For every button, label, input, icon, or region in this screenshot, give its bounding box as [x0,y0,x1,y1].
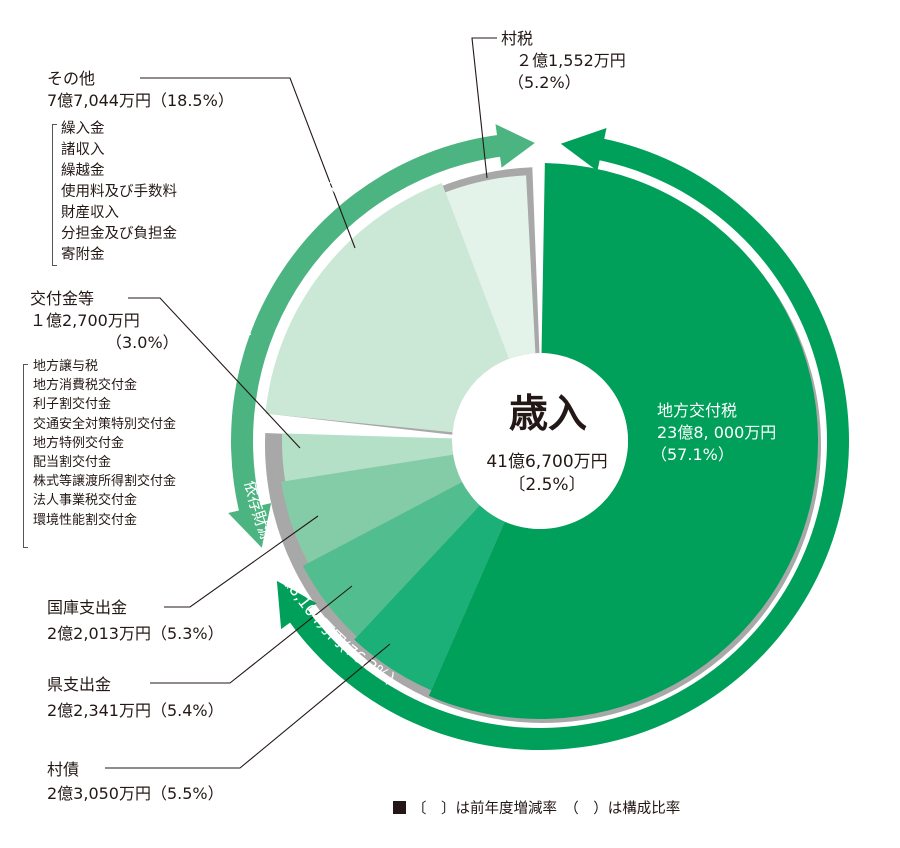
leader-sonota [140,77,356,249]
legend-square-icon [393,801,406,814]
slice-1 [354,505,505,691]
center-title: 歳入 [508,392,587,437]
label-sonota-name: その他 [47,69,96,88]
leader-lines [105,37,497,769]
label-kokko-name: 国庫支出金 [47,598,128,617]
koufu-item: 環境性能割交付金 [33,512,138,528]
koufu-items-list: 地方譲与税地方消費税交付金利子割交付金交通安全対策特別交付金地方特例交付金配当割… [33,357,176,530]
slice-0 [428,163,818,719]
slice-2 [302,481,480,637]
label-sonzei-amount: ２億1,552万円 [516,51,626,70]
pie-slices [265,163,818,719]
koufu-item: 地方譲与税 [33,359,99,374]
slice-6 [445,175,536,359]
center-hole [452,353,628,529]
leader-kokko [164,515,319,608]
slice-5 [265,183,509,433]
label-sonzei-pct: （5.2%） [508,73,581,92]
label-sonota-amount: 7億7,044万円（18.5%） [47,91,234,110]
independent-arrowhead-left [228,503,272,548]
sonota-item: 寄附金 [61,247,105,263]
sonota-item: 繰越金 [61,163,105,179]
koufu-item: 地方特例交付金 [33,435,125,451]
label-chihou-amount: 23億8, 000万円 [657,423,777,442]
sonota-item: 使用料及び手数料 [61,184,177,200]
leader-sonzei [471,37,497,179]
slice-4 [282,433,454,482]
label-kokko-amount: 2億2,013万円（5.3%） [47,624,224,643]
center-total: 41億6,700万円 〔2.5%〕 [452,451,642,497]
sonota-item: 財産収入 [61,205,119,221]
label-ken-amount: 2億2,341万円（5.4%） [47,701,224,720]
label-koufu-name: 交付金等 [30,289,95,308]
center-total-change: 〔2.5%〕 [508,475,586,495]
leader-ken [150,585,353,684]
sonota-item: 分担金及び負担金 [61,226,177,242]
sonota-item: 諸収入 [61,142,105,158]
slice-3 [281,454,463,564]
independent-arrowhead-top [495,124,535,168]
center-total-amount: 41億6,700万円 [486,452,608,472]
legend-text: 〔 〕は前年度増減率 （ ）は構成比率 [412,801,681,817]
dependent-arrowhead-top [560,127,607,172]
sonota-item: 繰入金 [61,121,105,137]
sonota-bracket [52,124,57,266]
label-koufu-amount: １億2,700万円 [30,311,140,330]
label-ken-name: 県支出金 [47,675,112,694]
koufu-item: 法人事業税交付金 [33,493,138,509]
label-sonzei-name: 村税 [501,29,534,48]
koufu-item: 交通安全対策特別交付金 [33,416,177,432]
koufu-item: 利子割交付金 [33,397,112,413]
sonota-items-list: 繰入金諸収入繰越金使用料及び手数料財産収入分担金及び負担金寄附金 [61,119,177,266]
koufu-item: 株式等譲渡所得割交付金 [33,474,177,490]
leader-sonsai [105,643,391,769]
label-chihou-pct: （57.1%） [651,445,734,464]
label-koufu-pct: （3.0%） [106,333,179,352]
label-sonsai-amount: 2億3,050万円（5.5%） [47,784,224,803]
koufu-bracket [23,364,28,548]
legend: 〔 〕は前年度増減率 （ ）は構成比率 [393,799,680,819]
label-chihou-name: 地方交付税 [657,401,738,420]
dependent-arrowhead-left [276,580,317,630]
koufu-item: 地方消費税交付金 [33,378,138,394]
label-sonsai-name: 村債 [47,760,80,779]
koufu-item: 配当割交付金 [33,455,112,471]
leader-koufu [128,297,301,449]
group-arrows [228,124,850,750]
